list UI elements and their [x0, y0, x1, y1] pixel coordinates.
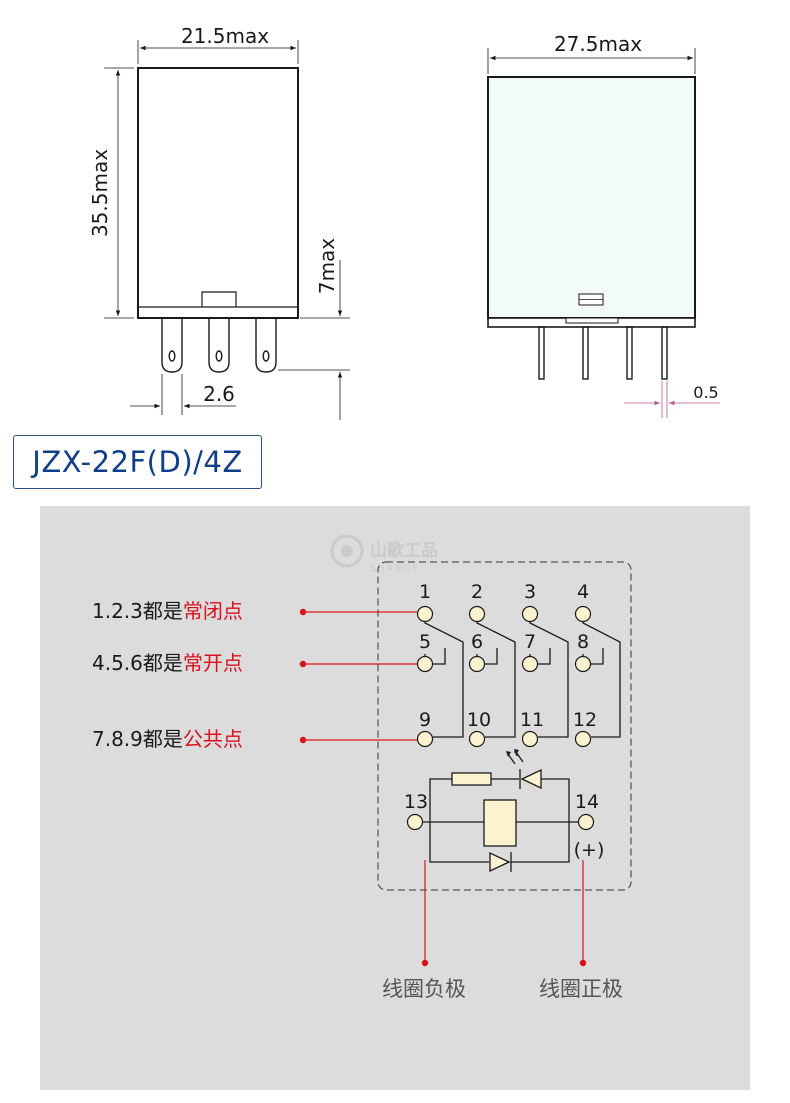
led-arrowhead-2 — [506, 751, 511, 757]
wiring-panel — [40, 506, 750, 1090]
terminal-1 — [416, 605, 434, 623]
model-title-box: JZX-22F(D)/4Z — [13, 435, 262, 489]
terminal-14 — [577, 813, 595, 831]
terminal-label-5: 5 — [419, 631, 431, 653]
watermark-sub: SHANGE — [370, 564, 420, 574]
com-annotation: 7.8.9都是公共点 — [92, 727, 243, 751]
coil-neg-label: 线圈负极 — [382, 977, 466, 1001]
nc-annotation: 1.2.3都是常闭点 — [92, 599, 243, 623]
watermark-brand: 山歌工品 — [370, 540, 438, 561]
terminal-label-12: 12 — [573, 709, 597, 731]
terminal-13 — [406, 813, 424, 831]
terminal-3 — [521, 605, 539, 623]
terminal-label-9: 9 — [419, 709, 431, 731]
flyback-diode-icon — [489, 851, 512, 873]
nc-annotation-term: 常闭点 — [183, 599, 243, 623]
terminal-label-4: 4 — [577, 581, 589, 603]
width-dim-label: 21.5max — [181, 24, 269, 48]
terminal-6 — [468, 655, 486, 673]
terminal-label-6: 6 — [471, 631, 483, 653]
terminal-9 — [416, 730, 434, 748]
coil-pos-label: 线圈正极 — [539, 977, 623, 1001]
terminal-4 — [574, 605, 592, 623]
terminal-circles — [406, 605, 595, 831]
terminal-label-2: 2 — [471, 581, 483, 603]
depth-dim-label: 27.5max — [554, 32, 642, 56]
front-view — [104, 40, 350, 420]
terminal-10 — [468, 730, 486, 748]
terminal-label-11: 11 — [520, 709, 544, 731]
watermark: 山歌工品 SHANGE — [330, 534, 438, 574]
pin-thickness-dim-label: 0.5 — [693, 383, 718, 402]
pin-length-dim-label: 7max — [315, 238, 339, 294]
led-diode-icon — [507, 751, 542, 790]
model-title: JZX-22F(D)/4Z — [32, 445, 243, 479]
terminal-label-8: 8 — [577, 631, 589, 653]
side-view — [487, 48, 720, 418]
terminal-7 — [521, 655, 539, 673]
no-annotation-term: 常开点 — [183, 651, 243, 675]
terminal-label-14: 14 — [575, 791, 599, 813]
terminal-11 — [521, 730, 539, 748]
led-arrowhead-1 — [514, 749, 519, 755]
coil-icon — [483, 799, 517, 847]
com-annotation-prefix: 7.8.9都是 — [92, 727, 183, 751]
terminal-label-7: 7 — [524, 631, 536, 653]
terminal-8 — [574, 655, 592, 673]
front-pins — [161, 318, 277, 373]
no-annotation-prefix: 4.5.6都是 — [92, 651, 183, 675]
terminal-label-3: 3 — [524, 581, 536, 603]
pin-pitch-dim-label: 2.6 — [203, 382, 235, 406]
com-annotation-term: 公共点 — [183, 727, 243, 751]
nc-annotation-prefix: 1.2.3都是 — [92, 599, 183, 623]
relay-outline — [377, 561, 632, 891]
terminal-plus-mark: (+) — [574, 839, 605, 861]
terminal-5 — [416, 655, 434, 673]
terminal-label-1: 1 — [419, 581, 431, 603]
coil-resistor — [451, 772, 492, 786]
terminal-12 — [574, 730, 592, 748]
terminal-2 — [468, 605, 486, 623]
terminal-label-13: 13 — [404, 791, 428, 813]
terminal-label-10: 10 — [467, 709, 491, 731]
leader-lines — [299, 608, 587, 967]
height-dim-label: 35.5max — [88, 149, 112, 237]
coil-circuit — [422, 778, 580, 863]
no-annotation: 4.5.6都是常开点 — [92, 651, 243, 675]
